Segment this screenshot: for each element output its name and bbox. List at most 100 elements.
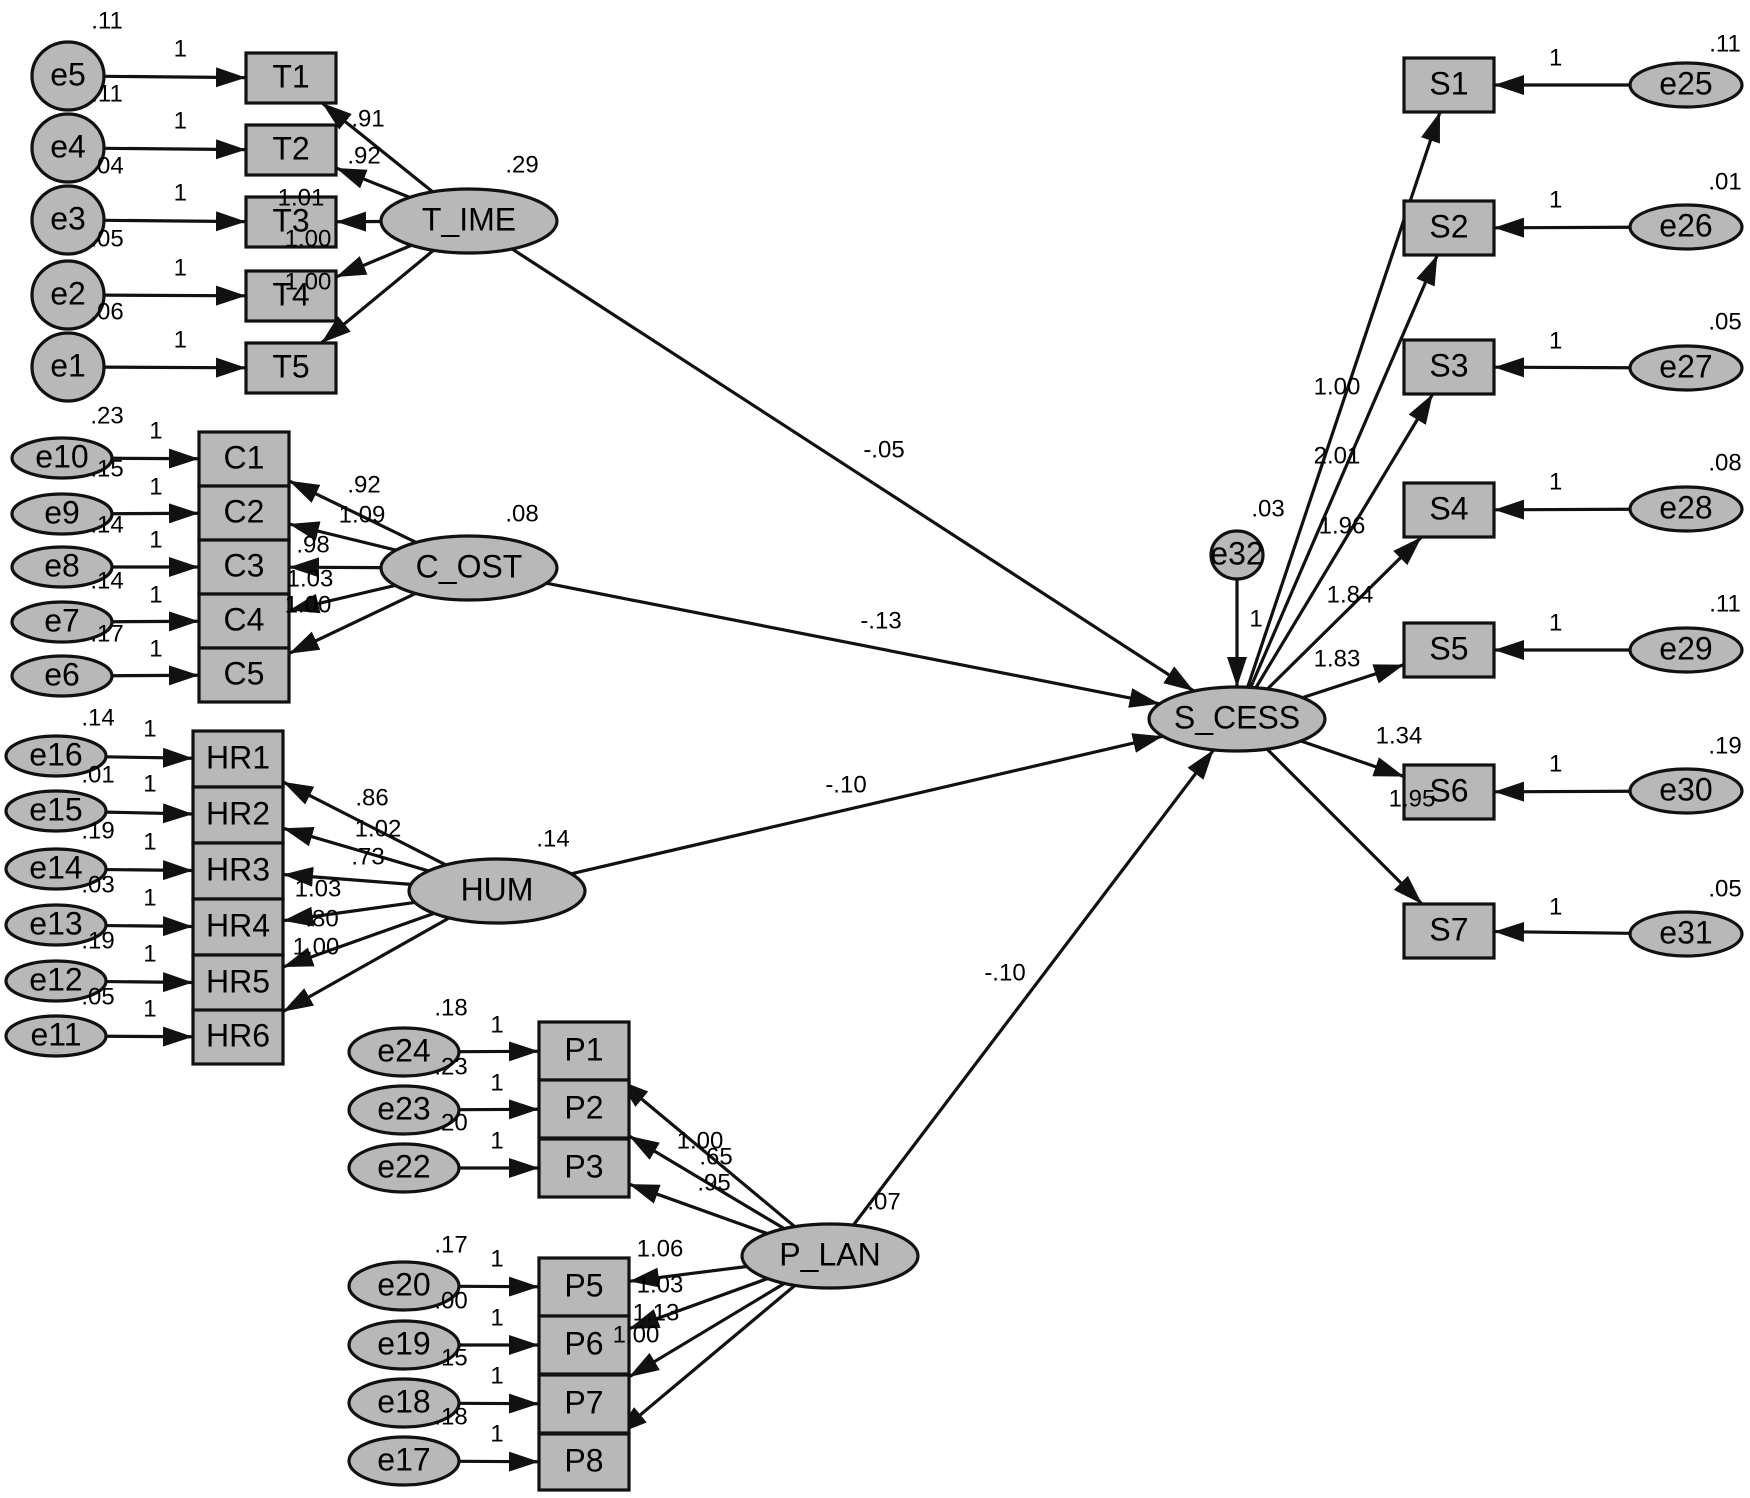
indicator-label: S2 (1429, 208, 1468, 244)
error-e30: e30 (1628, 767, 1744, 815)
error-weight: 1 (490, 1127, 503, 1154)
error-e16: e16 (4, 734, 108, 778)
indicator-t1: T1 (244, 51, 338, 105)
error-arrow-e3 (103, 211, 247, 232)
error-e18: e18 (347, 1377, 461, 1429)
indicator-c2: C2 (197, 484, 291, 542)
error-weight: 1 (143, 884, 156, 911)
latent-label: C_OST (416, 548, 523, 584)
loading-value: 1.09 (339, 501, 386, 528)
indicator-hr5: HR5 (191, 953, 285, 1013)
error-label: e22 (377, 1148, 430, 1184)
error-weight: 1 (490, 1069, 503, 1096)
error-variance: .04 (90, 152, 123, 179)
error-e1: e1 (30, 331, 106, 403)
loading-value: 1.83 (1314, 645, 1361, 672)
error-arrow-e15 (105, 803, 194, 824)
loading-arrow-p2 (628, 1134, 786, 1231)
indicator-p2: P2 (537, 1078, 631, 1140)
error-e15: e15 (4, 789, 108, 833)
latent-c-ost: C_OST (379, 534, 559, 602)
error-e3: e3 (30, 184, 106, 256)
error-label: e12 (29, 961, 82, 997)
error-e17: e17 (347, 1435, 461, 1487)
error-label: e16 (29, 736, 82, 772)
error-e29: e29 (1628, 626, 1744, 674)
path-arrow-p_lan (852, 748, 1215, 1227)
indicator-label: C2 (224, 493, 265, 529)
latent-variance: .07 (867, 1188, 900, 1215)
loading-arrow-p1 (617, 1078, 796, 1228)
indicator-label: T2 (272, 130, 309, 166)
loading-value: 1.95 (1389, 785, 1436, 812)
error-label: e6 (44, 656, 80, 692)
error-weight: 1 (1549, 44, 1562, 71)
error-e13: e13 (4, 903, 108, 947)
error-weight: 1 (143, 828, 156, 855)
loading-value: .92 (347, 471, 380, 498)
path-value: -.10 (825, 771, 866, 798)
loading-arrow-s5 (1302, 663, 1405, 700)
error-variance: .08 (1708, 449, 1741, 476)
loading-value: 1.00 (285, 268, 332, 295)
indicator-label: C4 (224, 601, 265, 637)
error-label: e24 (377, 1032, 430, 1068)
indicator-label: HR5 (206, 963, 270, 999)
error-variance: .23 (90, 402, 123, 429)
error-label: e1 (50, 347, 86, 383)
loading-value: 1.02 (355, 815, 402, 842)
loading-arrow-t2 (335, 166, 411, 199)
loading-arrow-hr4 (282, 900, 416, 927)
error-e28: e28 (1628, 485, 1744, 533)
error-e12: e12 (4, 959, 108, 1003)
error-e10: e10 (10, 436, 114, 480)
error-weight: 1 (174, 107, 187, 134)
indicator-label: P7 (564, 1384, 603, 1420)
indicator-hr3: HR3 (191, 841, 285, 901)
error-variance: .11 (1709, 30, 1741, 57)
error-arrow-e5 (103, 67, 247, 88)
indicator-hr2: HR2 (191, 785, 285, 845)
error-arrow-e1 (103, 357, 247, 378)
path-arrow-c_ost (546, 581, 1160, 708)
error-variance: .23 (434, 1053, 467, 1080)
error-weight: 1 (490, 1304, 503, 1331)
loading-arrow-c1 (288, 479, 417, 544)
indicator-c4: C4 (197, 592, 291, 650)
loading-value: 1.00 (677, 1127, 724, 1154)
latent-p-lan: P_LAN (740, 1222, 920, 1290)
indicator-label: S5 (1429, 630, 1468, 666)
error-e11: e11 (4, 1014, 108, 1058)
error-e4: e4 (30, 112, 106, 184)
error-weight: 1 (149, 417, 162, 444)
indicator-label: T5 (272, 348, 309, 384)
loading-value: .98 (296, 531, 329, 558)
error-label: e4 (50, 128, 86, 164)
error-label: e7 (44, 602, 80, 638)
indicator-label: HR6 (206, 1017, 270, 1053)
indicator-label: S6 (1429, 772, 1468, 808)
error-label: e29 (1659, 630, 1712, 666)
error-variance: .05 (1708, 308, 1741, 335)
error-e31: e31 (1628, 910, 1744, 958)
error-label: e8 (44, 547, 80, 583)
error-variance: .18 (434, 994, 467, 1021)
error-variance: .11 (91, 80, 123, 107)
indicator-t5: T5 (244, 341, 338, 395)
indicator-hr4: HR4 (191, 897, 285, 957)
error-variance: .19 (81, 817, 114, 844)
latent-variance: .29 (505, 151, 538, 178)
error-weight: 1 (143, 770, 156, 797)
indicator-label: T3 (272, 202, 309, 238)
error-variance: .00 (434, 1287, 467, 1314)
loading-arrow-c5 (288, 591, 417, 656)
loading-arrow-p5 (628, 1264, 748, 1288)
indicator-hr6: HR6 (191, 1008, 285, 1066)
error-weight: 1 (174, 326, 187, 353)
edges-layer (103, 67, 1631, 1472)
loading-value: .65 (699, 1143, 732, 1170)
error-weight: 1 (1549, 327, 1562, 354)
indicator-p5: P5 (537, 1256, 631, 1318)
